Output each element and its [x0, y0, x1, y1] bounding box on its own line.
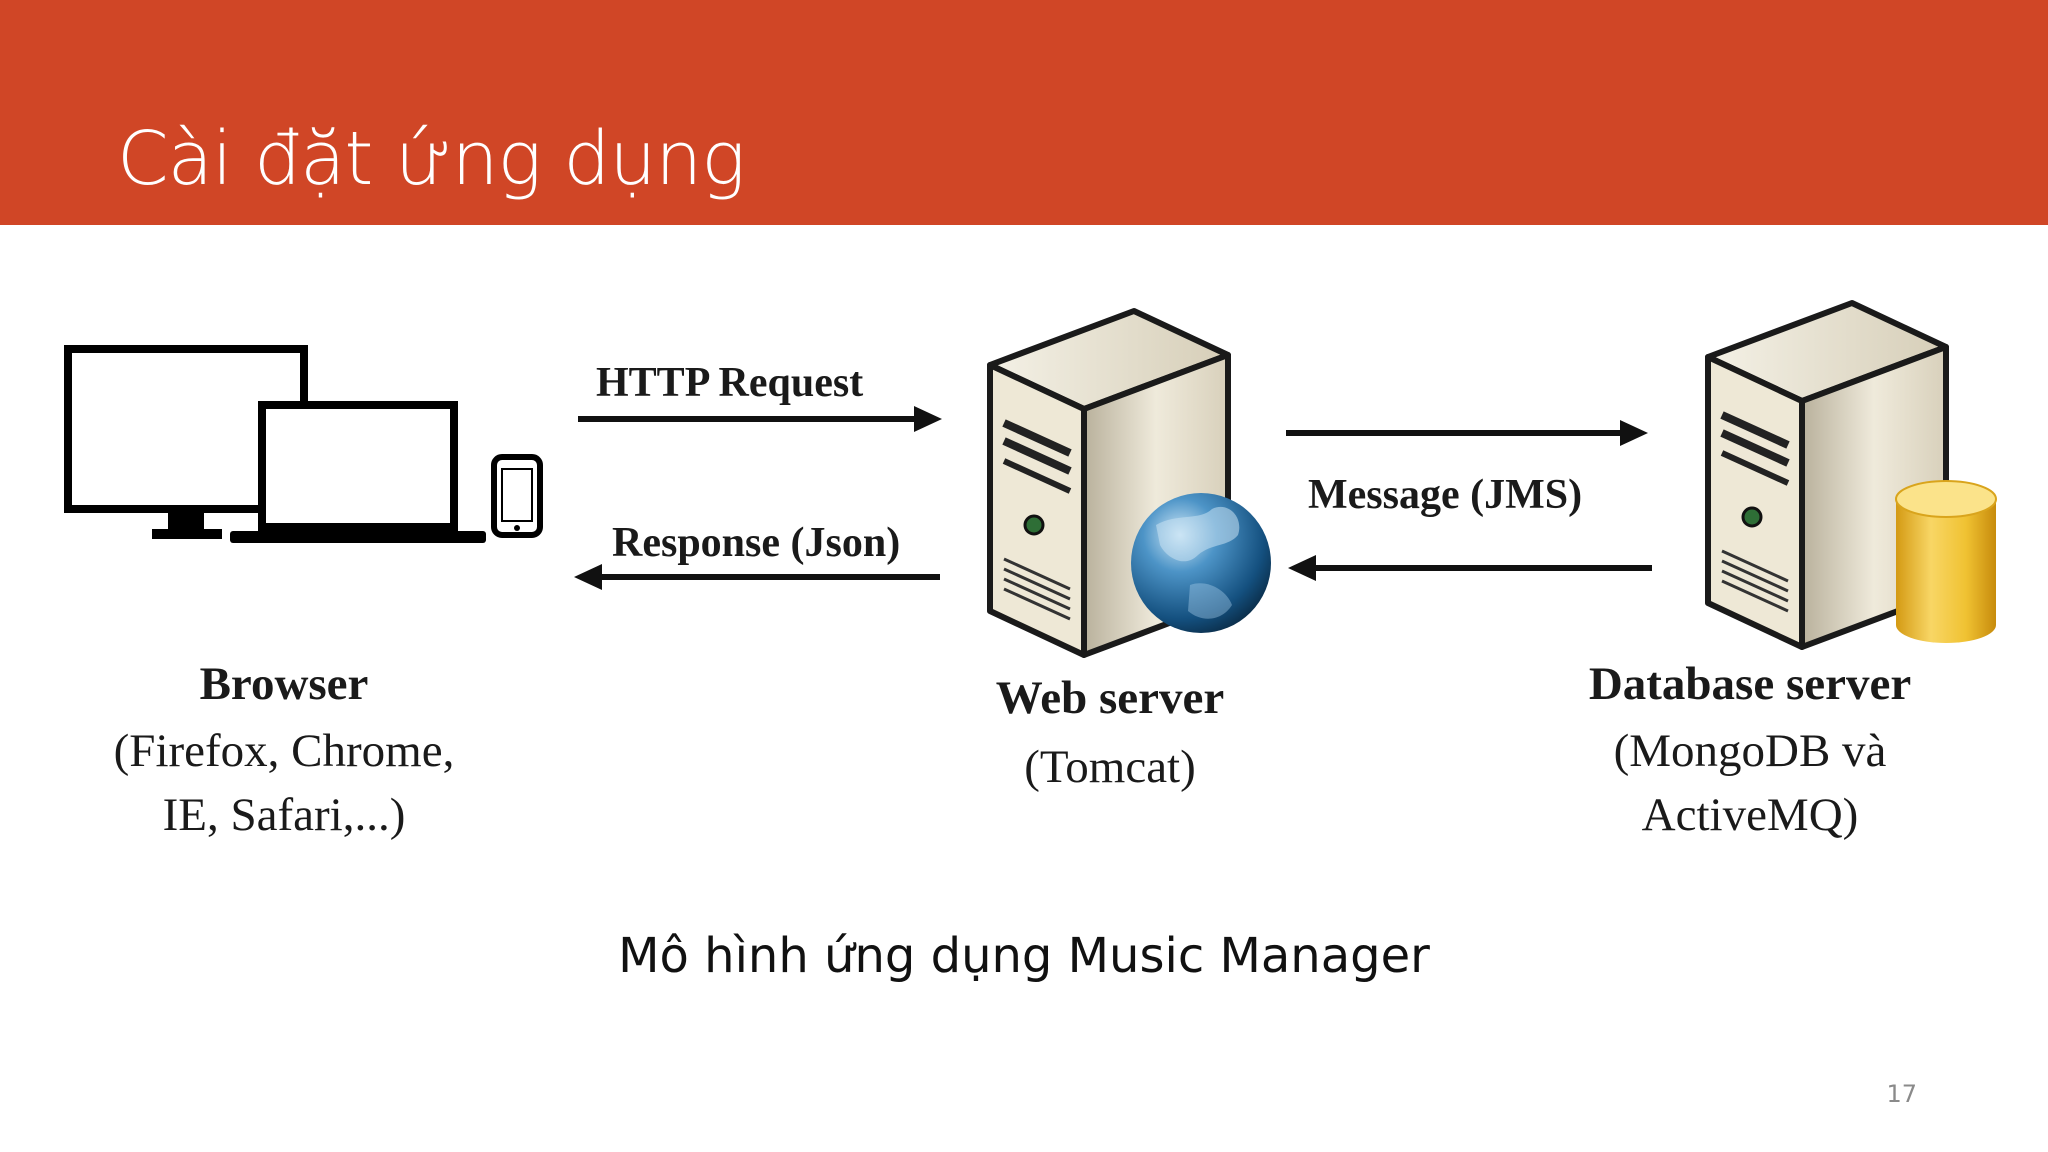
architecture-diagram: HTTP Request Response (Json) Message (JM… — [0, 225, 2048, 945]
browser-line2: IE, Safari,...) — [162, 789, 406, 841]
web-server-line1: (Tomcat) — [1024, 741, 1196, 793]
response-label: Response (Json) — [612, 520, 901, 566]
web-server-title: Web server — [995, 672, 1225, 724]
diagram-graphics — [64, 300, 1997, 658]
message-arrows — [1286, 420, 1652, 581]
http-request-label: HTTP Request — [596, 360, 864, 406]
response-arrow — [574, 564, 940, 590]
browser-title: Browser — [199, 658, 369, 710]
message-label: Message (JMS) — [1308, 472, 1583, 518]
browser-line1: (Firefox, Chrome, — [113, 725, 455, 777]
slide-title: Cài đặt ứng dụng — [117, 116, 746, 202]
database-server-line1: (MongoDB và — [1613, 725, 1887, 777]
database-server-title: Database server — [1588, 658, 1912, 710]
diagram-caption: Mô hình ứng dụng Music Manager — [618, 928, 1430, 984]
server-globe-icon — [987, 308, 1271, 658]
slide-number: 17 — [1886, 1080, 1917, 1108]
database-server-line2: ActiveMQ) — [1641, 789, 1859, 841]
server-database-icon — [1705, 300, 1997, 650]
http-request-arrow — [578, 406, 942, 432]
devices-icon — [64, 345, 543, 543]
title-banner: Cài đặt ứng dụng — [0, 0, 2048, 225]
